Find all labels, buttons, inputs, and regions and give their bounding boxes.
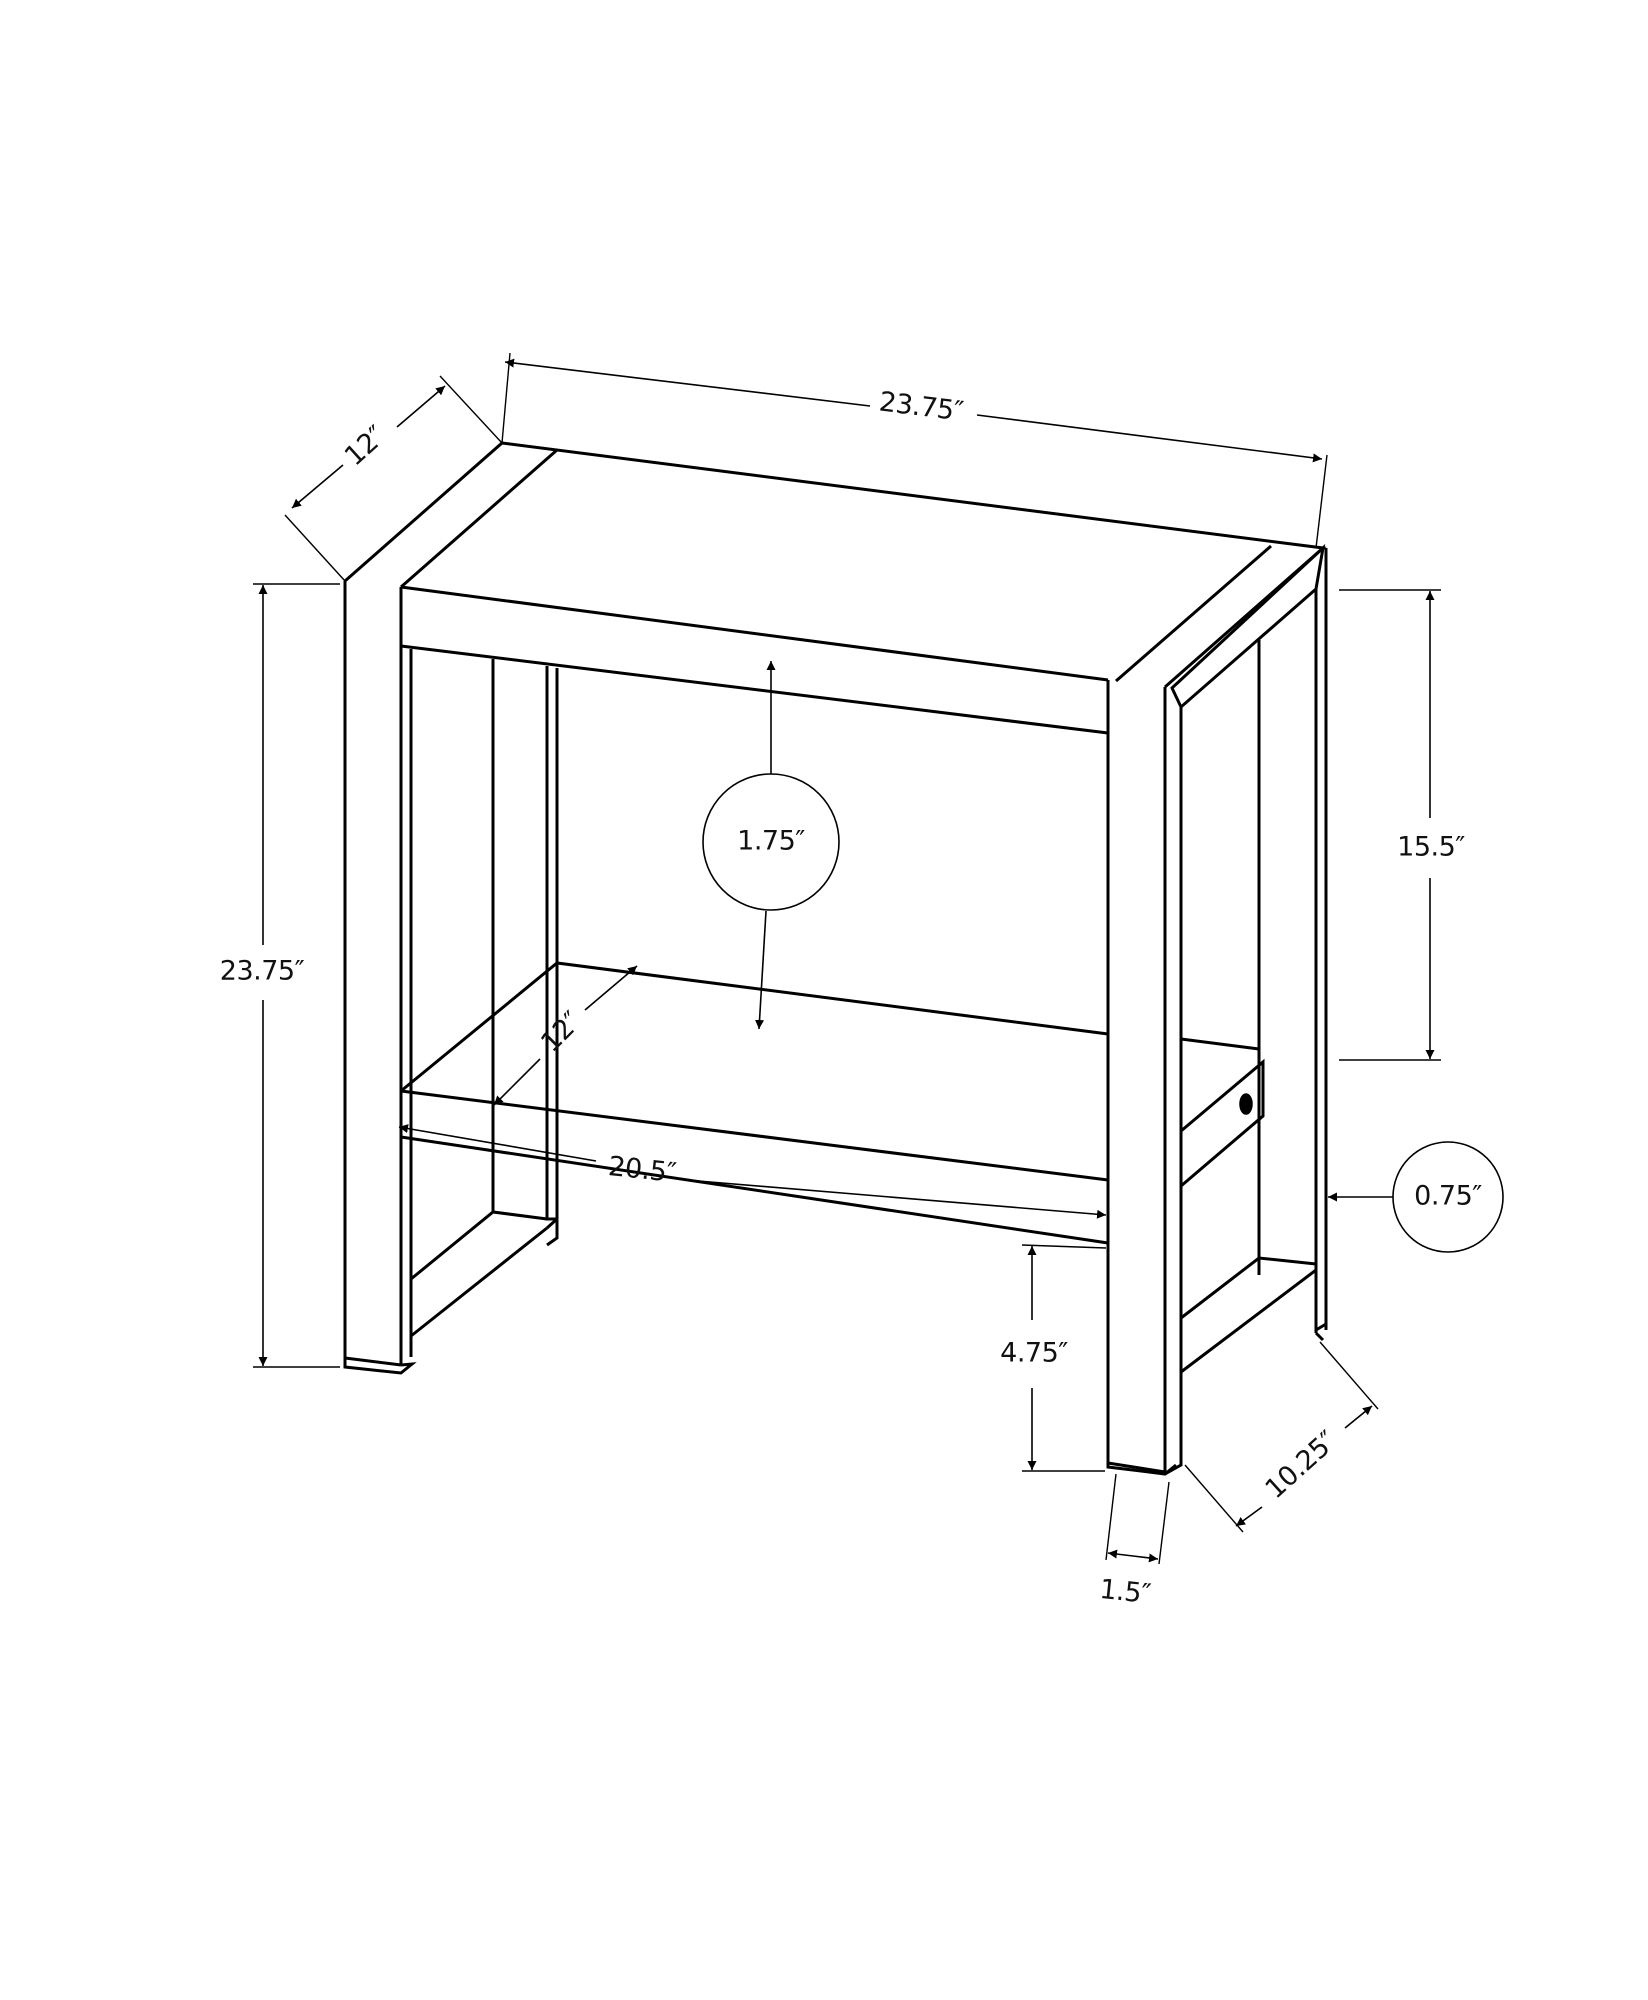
label-overall-height: 23.75″ — [220, 956, 305, 987]
table-outline — [343, 441, 1328, 1476]
label-overall-depth: 12″ — [339, 420, 392, 472]
dim-shelf-clearance: 15.5″ — [1339, 589, 1466, 1061]
dim-shelf-depth: 12″ — [493, 965, 638, 1106]
dim-overall-width: 23.75″ — [501, 352, 1328, 549]
left-front-leg — [343, 581, 417, 1375]
label-shelf-width: 20.5″ — [607, 1151, 678, 1189]
lower-shelf — [400, 961, 1109, 1245]
label-overall-width: 23.75″ — [877, 386, 965, 427]
right-side-frame — [1180, 548, 1328, 1374]
dim-base-depth: 10.25″ — [1184, 1341, 1379, 1533]
dim-shelf-width: 20.5″ — [398, 1124, 1107, 1219]
dim-floor-clearance: 4.75″ — [1000, 1244, 1107, 1472]
dim-overall-height: 23.75″ — [220, 583, 340, 1368]
label-panel-thickness: 0.75″ — [1414, 1181, 1482, 1212]
table-top — [344, 441, 1327, 735]
label-shelf-depth: 12″ — [535, 1006, 588, 1059]
callout-circle — [1392, 1141, 1504, 1253]
label-floor-clearance: 4.75″ — [1000, 1338, 1068, 1369]
label-leg-width: 1.5″ — [1098, 1574, 1152, 1610]
dim-panel-thickness: 0.75″ — [1328, 1141, 1504, 1253]
dim-overall-depth: 12″ — [284, 375, 503, 582]
dim-top-thickness: 1.75″ — [702, 661, 840, 1030]
label-base-depth: 10.25″ — [1260, 1425, 1344, 1505]
label-top-thickness: 1.75″ — [737, 826, 805, 857]
callout-circle — [702, 773, 840, 911]
label-shelf-clearance: 15.5″ — [1397, 832, 1465, 863]
dim-leg-width: 1.5″ — [1098, 1473, 1170, 1610]
left-side-frame — [409, 649, 559, 1357]
right-front-leg — [1106, 680, 1183, 1476]
bracket-knob-icon — [1239, 1093, 1253, 1115]
